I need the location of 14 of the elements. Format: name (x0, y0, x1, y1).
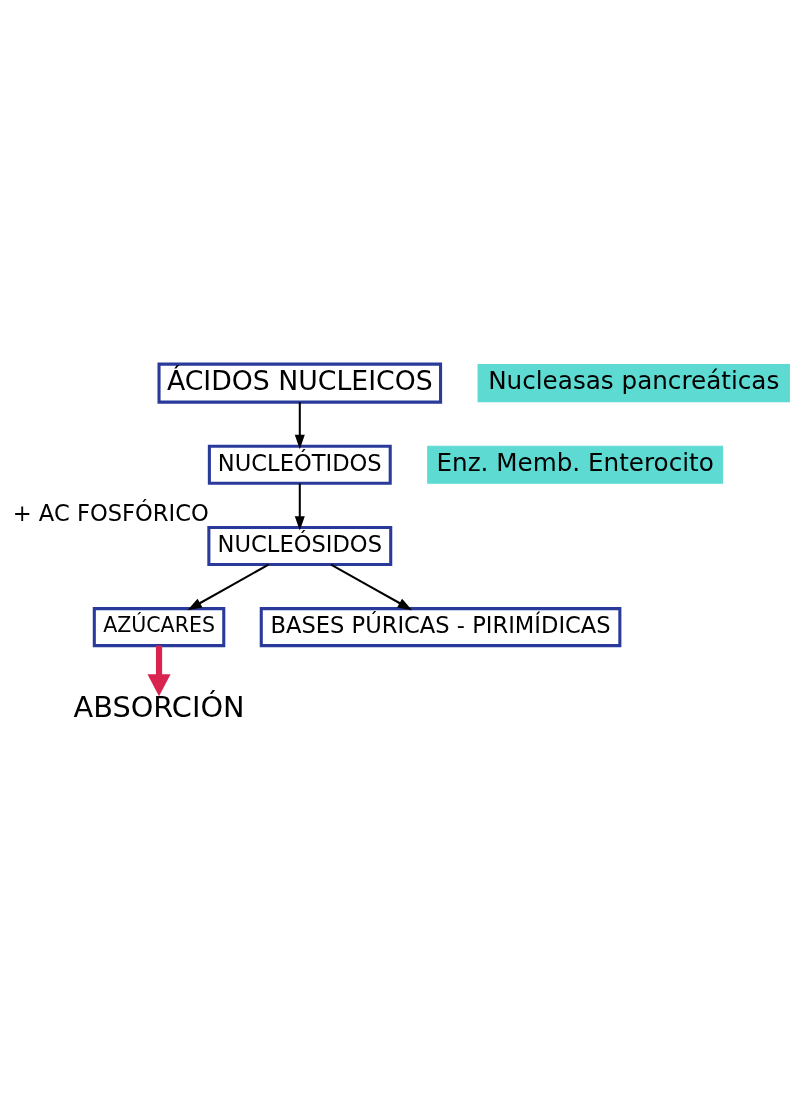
arrow (294, 482, 305, 531)
node-box: Enz. Memb. Enterocito (427, 445, 724, 484)
node-box: AZÚCARES (92, 606, 226, 647)
node-text: ABSORCIÓN (73, 689, 245, 724)
node-box: NUCLEÓTIDOS (207, 444, 392, 485)
arrow (330, 563, 413, 610)
arrow (294, 401, 305, 449)
arrow (147, 645, 171, 696)
node-label: + AC FOSFÓRICO (12, 499, 209, 526)
node-box: Nucleasas pancreáticas (477, 363, 790, 402)
arrow (187, 563, 270, 610)
node-box: BASES PÚRICAS - PIRIMÍDICAS (259, 606, 622, 647)
node-box: ÁCIDOS NUCLEICOS (157, 362, 443, 404)
node-box: NUCLEÓSIDOS (207, 525, 393, 566)
